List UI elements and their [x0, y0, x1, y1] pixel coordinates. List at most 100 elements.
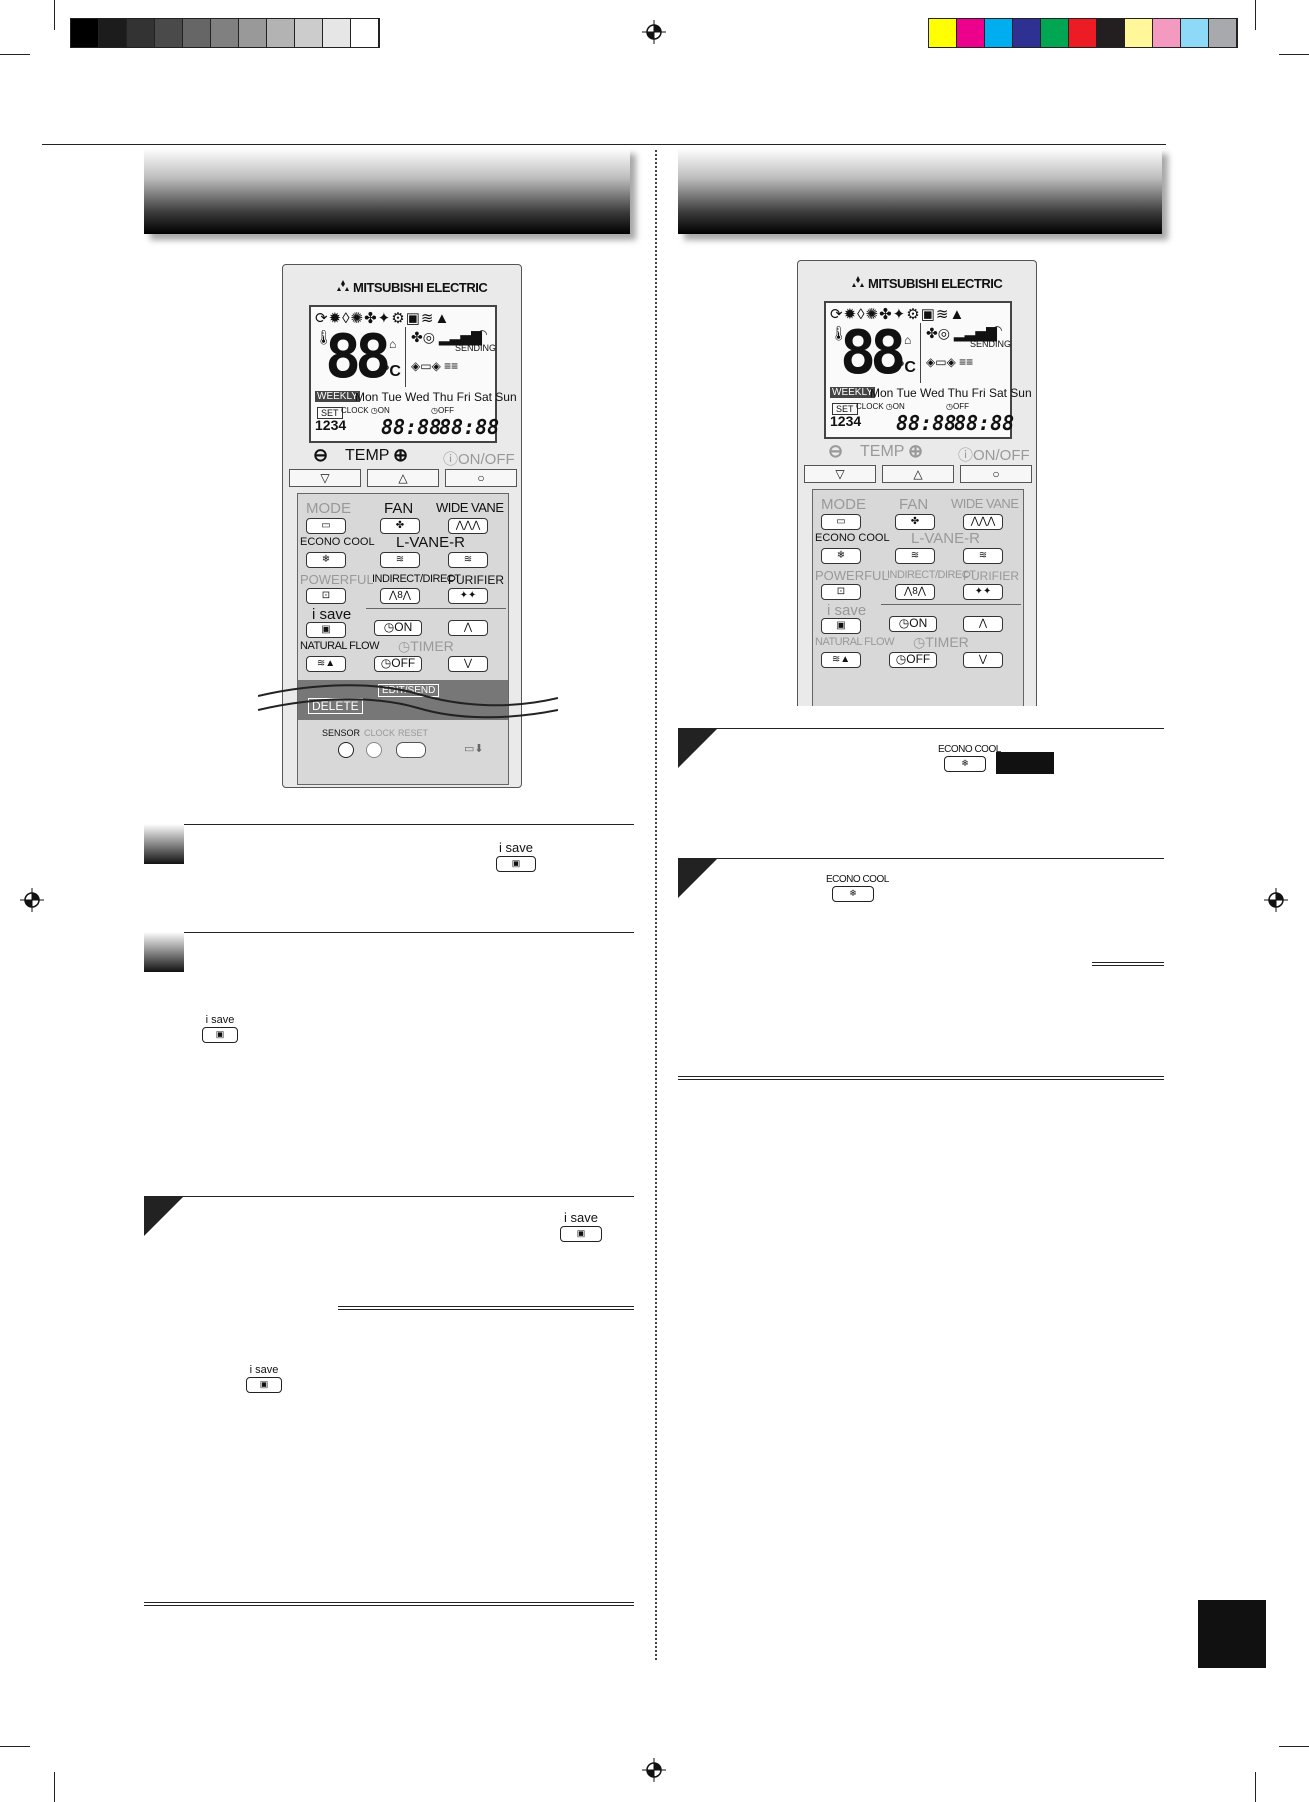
isave-button[interactable]: ▣ [821, 618, 861, 634]
clock-button[interactable] [366, 742, 382, 758]
isave-inline-caption-3: i save [564, 1210, 598, 1225]
gray-swatch [323, 19, 351, 47]
weekdays-row: Mon Tue Wed Thu Fri Sat Sun [355, 390, 517, 404]
fan-button[interactable]: ✤ [380, 518, 420, 534]
timer-down-button[interactable]: ⋁ [448, 656, 488, 672]
signal-icon: ◠ [477, 327, 488, 341]
econo-inline-caption-2: ECONO COOL [826, 874, 889, 885]
off-label-text: OFF [437, 406, 454, 415]
left-vane-button[interactable]: ≋ [380, 552, 420, 568]
right-step1-marker [678, 728, 718, 768]
temperature-readout: 88 [325, 322, 391, 392]
econo-cool-button[interactable]: ❄ [306, 552, 346, 568]
temp-minus-icon: ⊖ [828, 441, 844, 461]
panel-divider [366, 608, 506, 609]
crop-mark [54, 0, 55, 30]
crop-mark [54, 1772, 55, 1802]
off-label: ◷OFF [946, 402, 969, 411]
power-button[interactable]: ○ [960, 465, 1032, 483]
program-numbers: 1234 [830, 413, 862, 429]
powerful-button[interactable]: ⊡ [821, 584, 861, 600]
indirect-direct-button[interactable]: ⋀8⋀ [380, 588, 420, 604]
right-vane-button[interactable]: ≋ [448, 552, 488, 568]
isave-inline-caption-4: i save [249, 1364, 279, 1376]
timer-label: ◷TIMER [398, 638, 454, 654]
crop-mark [0, 54, 30, 55]
timer-up-button[interactable]: ⋀ [448, 620, 488, 636]
time-on-readout: 88:88 [381, 415, 442, 439]
wide-vane-button[interactable]: ⋀⋀⋀ [448, 518, 488, 534]
isave-button[interactable]: ▣ [306, 622, 346, 638]
powerful-button[interactable]: ⊡ [306, 588, 346, 604]
color-swatch [1069, 19, 1097, 47]
sending-indicator: SENDING [455, 343, 497, 353]
isave-inline-caption: i save [499, 840, 533, 855]
right-note-rule [1092, 962, 1164, 966]
mitsubishi-logo-icon [852, 276, 864, 287]
isave-inline-icon-2: i save ▣ [198, 1014, 242, 1043]
timer-off-text: OFF [906, 652, 931, 666]
onoff-label: ⓘON/OFF [958, 447, 1030, 464]
color-swatch [985, 19, 1013, 47]
l-vane-r-label: L-VANE-R [911, 530, 980, 547]
fan-button[interactable]: ✤ [895, 514, 935, 530]
econo-inline-icon: ECONO COOL ❄ [938, 744, 1001, 772]
l-vane-r-label: L-VANE-R [396, 534, 465, 551]
purifier-button[interactable]: ✦✦ [963, 584, 1003, 600]
sensor-button[interactable] [338, 742, 354, 758]
wide-vane-label: WIDE VANE [951, 496, 1019, 511]
temp-plus-icon: ⊕ [393, 445, 409, 465]
gray-swatch [239, 19, 267, 47]
isave-inline-icon-3: i save ▣ [558, 1210, 604, 1242]
mode-icons-row: ⟳✹◊✺✤✦⚙▣≋▲ [315, 310, 451, 327]
timer-up-button[interactable]: ⋀ [963, 616, 1003, 632]
timer-off-button[interactable]: ◷OFF [374, 656, 422, 672]
timer-on-button[interactable]: ◷ON [374, 620, 422, 636]
registration-mark-icon [1264, 888, 1288, 912]
step1-rule [144, 824, 634, 825]
right-section-header [678, 148, 1162, 234]
timer-text: TIMER [925, 634, 969, 650]
timer-down-button[interactable]: ⋁ [963, 652, 1003, 668]
indirect-direct-button[interactable]: ⋀8⋀ [895, 584, 935, 600]
right-vane-button[interactable]: ≋ [963, 548, 1003, 564]
wide-vane-button[interactable]: ⋀⋀⋀ [963, 514, 1003, 530]
temp-down-button[interactable]: ▽ [289, 469, 361, 487]
econo-cool-button[interactable]: ❄ [821, 548, 861, 564]
gray-calibration-bar [70, 18, 380, 48]
timer-on-text: ON [909, 616, 928, 630]
panel-divider [881, 604, 1021, 605]
brand-name: MITSUBISHI ELECTRIC [353, 280, 488, 295]
mode-button[interactable]: ▭ [821, 514, 861, 530]
time-on-readout: 88:88 [896, 411, 957, 435]
crop-mark [1255, 1772, 1256, 1802]
button-panel: MODE ▭ FAN ✤ WIDE VANE ⋀⋀⋀ ECONO COOL L-… [812, 489, 1024, 706]
mitsubishi-logo-icon [337, 280, 349, 291]
timer-off-button[interactable]: ◷OFF [889, 652, 937, 668]
clock-label: CLOCK [856, 402, 884, 411]
remote-control-full: MITSUBISHI ELECTRIC ⟳✹◊✺✤✦⚙▣≋▲ 🌡 88 °C ⌂… [258, 264, 558, 788]
page-top-rule [42, 144, 1166, 145]
isave-inline-icon-4: i save ▣ [242, 1364, 286, 1393]
thermometer-icon: 🌡 [315, 329, 333, 345]
timer-on-button[interactable]: ◷ON [889, 616, 937, 632]
temp-down-button[interactable]: ▽ [804, 465, 876, 483]
crop-mark [1255, 0, 1256, 30]
battery-icon: ▭⬇ [464, 743, 484, 755]
purifier-button[interactable]: ✦✦ [448, 588, 488, 604]
natural-flow-button[interactable]: ≋▲ [306, 656, 346, 672]
temp-up-button[interactable]: △ [367, 469, 439, 487]
step1-marker [144, 824, 184, 864]
temp-up-button[interactable]: △ [882, 465, 954, 483]
reset-button[interactable] [396, 742, 426, 758]
off-label-text: OFF [952, 402, 969, 411]
time-off-readout: 88:88 [954, 411, 1015, 435]
brand-name: MITSUBISHI ELECTRIC [868, 276, 1003, 291]
natural-flow-button[interactable]: ≋▲ [821, 652, 861, 668]
isave-key-icon-4: ▣ [246, 1377, 282, 1393]
left-vane-button[interactable]: ≋ [895, 548, 935, 564]
mode-button[interactable]: ▭ [306, 518, 346, 534]
color-swatch [1097, 19, 1125, 47]
power-button[interactable]: ○ [445, 469, 517, 487]
onoff-label: ⓘON/OFF [443, 451, 515, 468]
